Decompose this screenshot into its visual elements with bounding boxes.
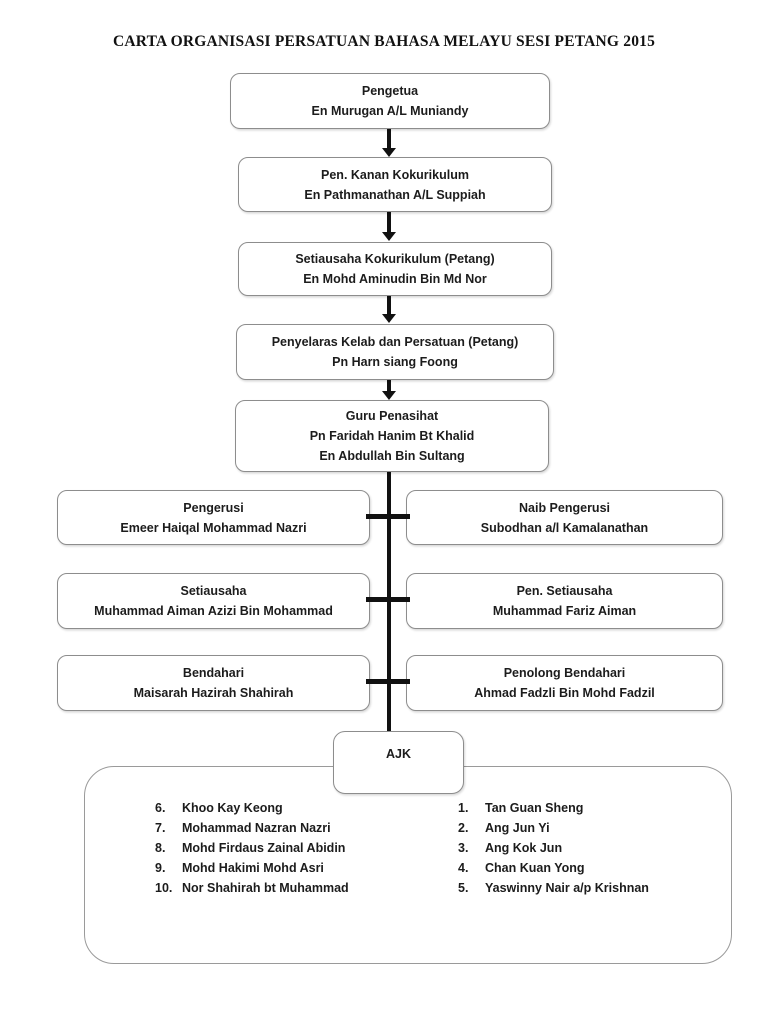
spine-connector-line [387,470,391,733]
member-name: Nor Shahirah bt Muhammad [182,881,349,895]
list-item: 9. Mohd Hakimi Mohd Asri [155,858,349,878]
arrow-shaft [387,128,391,148]
list-item: 4. Chan Kuan Yong [458,858,649,878]
row-connector-line [366,679,410,684]
down-arrow-icon [382,211,396,241]
item-number: 5. [458,881,469,895]
list-item: 5. Yaswinny Nair a/p Krishnan [458,878,649,898]
list-item: 10. Nor Shahirah bt Muhammad [155,878,349,898]
item-number: 10. [155,881,173,895]
person-name: Pn Faridah Hanim Bt Khalid [309,429,475,443]
list-item: 3. Ang Kok Jun [458,838,649,858]
arrow-shaft [387,211,391,232]
arrow-head [382,148,396,157]
member-name: Mohd Firdaus Zainal Abidin [182,841,346,855]
role-label: Pen. Kanan Kokurikulum [321,167,469,182]
person-name: Muhammad Fariz Aiman [492,604,637,618]
arrow-shaft [387,294,391,314]
person-name: Ahmad Fadzli Bin Mohd Fadzil [474,686,655,700]
role-label: Guru Penasihat [345,409,439,423]
member-name: Mohd Hakimi Mohd Asri [182,861,324,875]
list-item: 6. Khoo Kay Keong [155,798,349,818]
ajk-box: AJK [333,731,464,794]
member-name: Ang Kok Jun [485,841,563,855]
arrow-shaft [387,378,391,391]
member-name: Yaswinny Nair a/p Krishnan [485,881,649,895]
role-label: Pengerusi [183,500,244,515]
role-label: Penyelaras Kelab dan Persatuan (Petang) [271,335,519,349]
chain-box-pen-kanan-kokurikulum: Pen. Kanan Kokurikulum En Pathmanathan A… [238,157,552,212]
chain-box-penyelaras-kelab: Penyelaras Kelab dan Persatuan (Petang) … [236,324,554,380]
committee-box-naib-pengerusi: Naib Pengerusi Subodhan a/l Kamalanathan [406,490,723,545]
role-label: Setiausaha [180,584,247,598]
person-name: Muhammad Aiman Azizi Bin Mohammad [94,604,333,618]
chain-box-setiausaha-kokurikulum: Setiausaha Kokurikulum (Petang) En Mohd … [238,242,552,296]
chain-box-pengetua: Pengetua En Murugan A/L Muniandy [230,73,550,129]
list-item: 7. Mohammad Nazran Nazri [155,818,349,838]
committee-box-pen-setiausaha: Pen. Setiausaha Muhammad Fariz Aiman [406,573,723,629]
ajk-list-left: 6. Khoo Kay Keong 7. Mohammad Nazran Naz… [155,798,349,898]
arrow-head [382,314,396,323]
member-name: Ang Jun Yi [485,821,550,835]
list-item: 8. Mohd Firdaus Zainal Abidin [155,838,349,858]
row-connector-line [366,597,410,602]
committee-box-pengerusi: Pengerusi Emeer Haiqal Mohammad Nazri [57,490,370,545]
item-number: 4. [458,861,469,875]
committee-box-setiausaha: Setiausaha Muhammad Aiman Azizi Bin Moha… [57,573,370,629]
committee-box-bendahari: Bendahari Maisarah Hazirah Shahirah [57,655,370,711]
person-name: En Abdullah Bin Sultang [319,449,465,463]
list-item: 2. Ang Jun Yi [458,818,649,838]
person-name: Emeer Haiqal Mohammad Nazri [120,520,307,535]
down-arrow-icon [382,294,396,323]
person-name: Maisarah Hazirah Shahirah [133,686,294,700]
member-name: Khoo Kay Keong [182,801,283,815]
member-name: Chan Kuan Yong [485,861,585,875]
role-label: Penolong Bendahari [503,666,626,680]
item-number: 7. [155,821,166,835]
chain-box-guru-penasihat: Guru Penasihat Pn Faridah Hanim Bt Khali… [235,400,549,472]
down-arrow-icon [382,378,396,400]
down-arrow-icon [382,128,396,157]
person-name: En Pathmanathan A/L Suppiah [304,187,486,202]
item-number: 3. [458,841,469,855]
arrow-head [382,391,396,400]
item-number: 6. [155,801,166,815]
item-number: 2. [458,821,469,835]
committee-box-penolong-bendahari: Penolong Bendahari Ahmad Fadzli Bin Mohd… [406,655,723,711]
person-name: Pn Harn siang Foong [332,355,458,369]
person-name: En Mohd Aminudin Bin Md Nor [303,272,487,286]
person-name: Subodhan a/l Kamalanathan [480,520,649,535]
member-name: Mohammad Nazran Nazri [182,821,331,835]
arrow-head [382,232,396,241]
ajk-label: AJK [385,747,411,761]
role-label: Pengetua [361,84,419,98]
item-number: 8. [155,841,166,855]
role-label: Bendahari [182,666,245,680]
role-label: Naib Pengerusi [519,500,610,515]
ajk-list-right: 1. Tan Guan Sheng 2. Ang Jun Yi 3. Ang K… [458,798,649,898]
ajk-members-panel [84,766,732,964]
role-label: Pen. Setiausaha [516,584,613,598]
member-name: Tan Guan Sheng [485,801,584,815]
item-number: 1. [458,801,469,815]
row-connector-line [366,514,410,519]
person-name: En Murugan A/L Muniandy [311,104,469,118]
role-label: Setiausaha Kokurikulum (Petang) [295,252,495,266]
item-number: 9. [155,861,166,875]
page-title: CARTA ORGANISASI PERSATUAN BAHASA MELAYU… [112,33,656,50]
list-item: 1. Tan Guan Sheng [458,798,649,818]
